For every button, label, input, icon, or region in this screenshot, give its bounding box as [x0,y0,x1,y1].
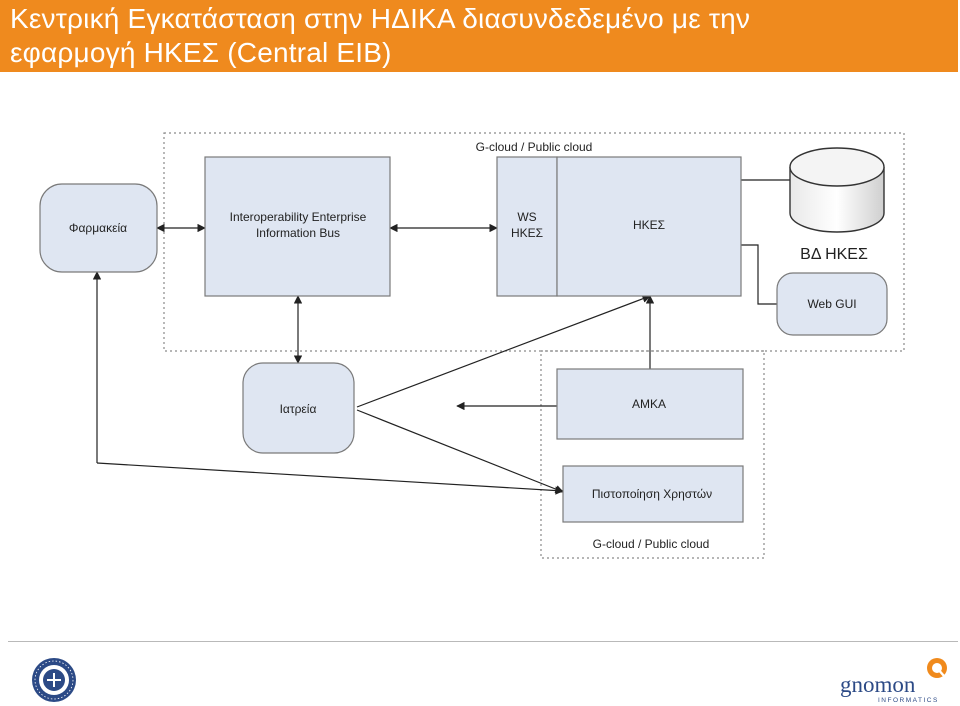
ws-hkes-label-line-1: WS [517,210,536,224]
user-auth-node [562,465,744,523]
connector-clinics-hkes [356,294,651,408]
pharmacies-label: Φαρμακεία [69,221,127,235]
slide-title-bar: Κεντρική Εγκατάσταση στην ΗΔΙΚΑ διασυνδε… [0,0,958,72]
cloud-top-label: G-cloud / Public cloud [476,140,593,154]
web-gui-node [776,272,888,336]
tuv-certification-seal-icon [32,658,76,702]
pharmacies-node [39,183,158,273]
connector-hkes-webgui [741,244,777,305]
cloud-bottom-label: G-cloud / Public cloud [593,537,710,551]
database-label: ΒΔ ΗΚΕΣ [800,246,868,263]
connector-bottom-to-auth [96,462,564,495]
web-gui-label: Web GUI [807,297,856,311]
hkes-node [556,156,742,297]
gnomon-logo-icon [927,658,947,678]
ws-hkes-node [496,156,558,297]
slide-title-line-1: Κεντρική Εγκατάσταση στην ΗΔΙΚΑ διασυνδε… [10,3,751,34]
connector-clinics-auth [356,409,564,494]
user-auth-label: Πιστοποίηση Χρηστών [592,487,712,501]
clinics-node [242,362,355,454]
hkes-label: ΗΚΕΣ [633,218,665,232]
eib-label-line-1: Interoperability Enterprise [230,210,367,224]
eib-node [204,156,391,297]
cloud-region-top [163,132,905,352]
gnomon-logo-text: gnomon [840,672,916,697]
cloud-region-bottom [540,350,765,559]
slide-title-line-2: εφαρμογή ΗΚΕΣ (Central EIB) [10,37,392,68]
ws-hkes-label-line-2: ΗΚΕΣ [511,226,543,240]
amka-label: ΑΜΚΑ [632,397,666,411]
eib-label-line-2: Information Bus [256,226,340,240]
gnomon-logo: gnomon INFORMATICS [840,658,947,704]
amka-node [556,368,744,440]
connectors [92,179,790,495]
footer-divider [8,641,958,642]
clinics-label: Ιατρεία [280,402,317,416]
gnomon-logo-subtext: INFORMATICS [878,697,939,704]
database-icon [789,147,885,233]
